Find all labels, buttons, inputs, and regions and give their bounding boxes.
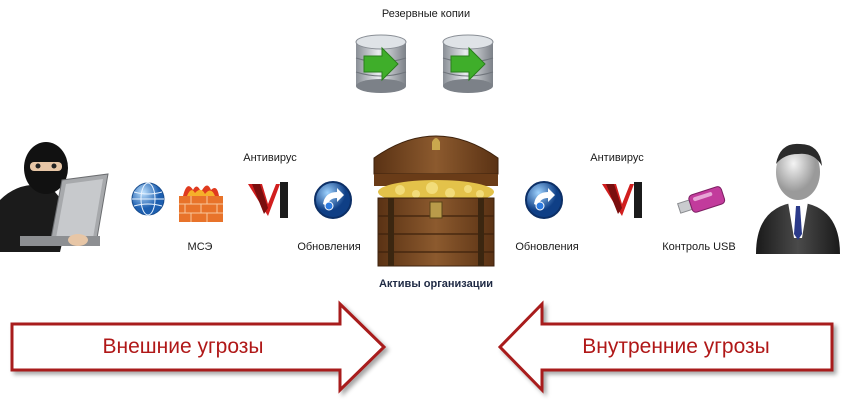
antivirus-logo-icon xyxy=(600,180,644,220)
external-threats-arrow xyxy=(8,300,388,394)
internal-threats-arrow xyxy=(496,300,836,394)
antivirus-label-right: Антивирус xyxy=(590,152,644,164)
hacker-icon xyxy=(0,140,112,252)
antivirus-logo-icon xyxy=(246,180,290,220)
globe-icon xyxy=(131,182,165,216)
update-globe-icon xyxy=(313,180,353,220)
antivirus-label-left: Антивирус xyxy=(243,152,297,164)
database-icon xyxy=(352,34,410,94)
external-threats-label: Внешние угрозы xyxy=(102,335,264,358)
backups-label: Резервные копии xyxy=(381,8,471,20)
database-icon xyxy=(439,34,497,94)
updates-label-right: Обновления xyxy=(515,241,579,253)
usb-drive-icon xyxy=(676,184,728,218)
updates-label-left: Обновления xyxy=(297,241,361,253)
assets-label: Активы организации xyxy=(378,278,494,290)
firewall-icon xyxy=(177,180,225,224)
usb-label: Контроль USB xyxy=(662,241,736,253)
update-globe-icon xyxy=(524,180,564,220)
user-icon xyxy=(752,138,844,254)
internal-threats-label: Внутренние угрозы xyxy=(582,335,770,358)
firewall-label: МСЭ xyxy=(187,241,213,253)
treasure-chest-icon xyxy=(370,118,502,270)
